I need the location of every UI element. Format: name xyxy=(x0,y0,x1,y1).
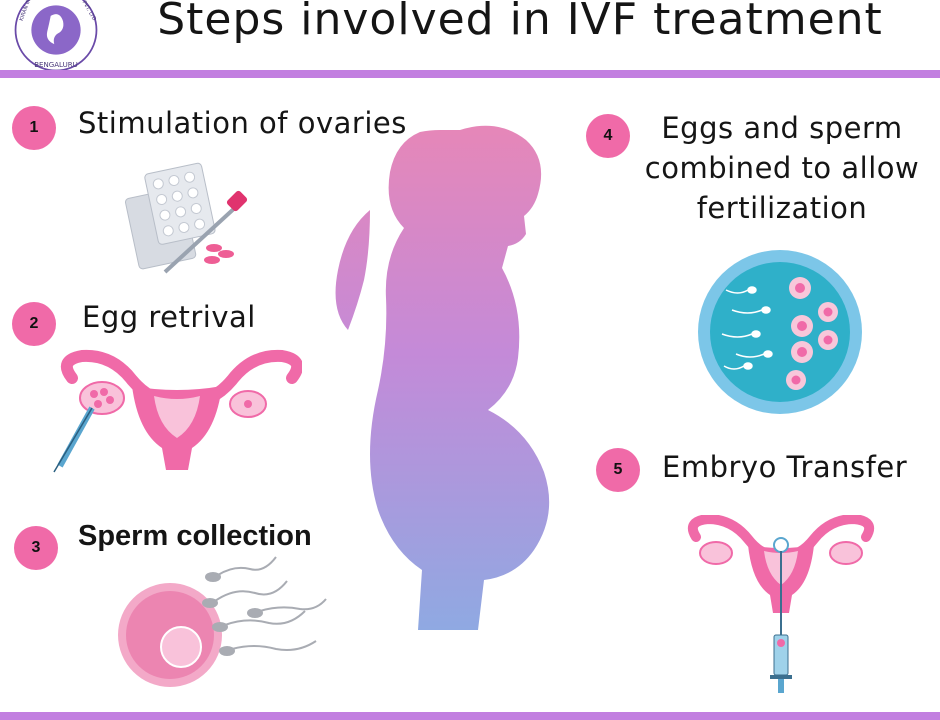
step-2-badge: 2 xyxy=(12,302,56,346)
pills-syringe-icon xyxy=(125,162,248,274)
step-3-badge: 3 xyxy=(14,526,58,570)
svg-text:BENGALURU: BENGALURU xyxy=(34,60,78,69)
step-2-label: Egg retrival xyxy=(82,300,256,334)
uterus-egg-retrieval-icon xyxy=(53,349,302,473)
step-1-label: Stimulation of ovaries xyxy=(78,106,407,140)
petri-dish-fertilization-icon xyxy=(698,250,862,414)
step-5-label: Embryo Transfer xyxy=(662,450,908,484)
step-5-badge: 5 xyxy=(596,448,640,492)
step-4-badge: 4 xyxy=(586,114,630,158)
step-4-label: Eggs and sperm combined to allow fertili… xyxy=(644,111,920,225)
egg-sperm-icon xyxy=(118,556,327,687)
bottom-divider xyxy=(0,712,940,720)
clinic-logo: BENGALURU KIRAN INFE PVT. LTD xyxy=(14,0,98,72)
uterus-embryo-transfer-icon xyxy=(688,515,874,693)
pregnant-woman-silhouette xyxy=(335,125,550,630)
step-1-badge: 1 xyxy=(12,106,56,150)
step-3-label: Sperm collection xyxy=(78,520,312,552)
top-divider xyxy=(0,70,940,78)
page-title: Steps involved in IVF treatment xyxy=(157,0,883,45)
